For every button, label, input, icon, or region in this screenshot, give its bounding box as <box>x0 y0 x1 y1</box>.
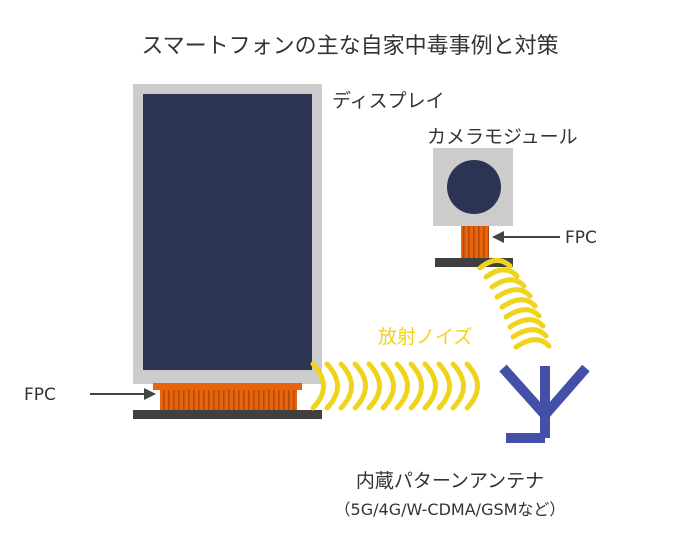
camera-module <box>433 148 513 267</box>
display-base-bar <box>133 410 322 419</box>
camera-fpc <box>461 226 489 258</box>
display-fpc-label: FPC <box>24 385 56 405</box>
display-module <box>133 84 322 419</box>
camera-fpc-label: FPC <box>565 228 597 248</box>
camera-lens <box>447 160 501 214</box>
display-label: ディスプレイ <box>332 90 445 112</box>
camera-module-label: カメラモジュール <box>427 126 578 148</box>
display-fpc <box>160 390 297 410</box>
page-title: スマートフォンの主な自家中毒事例と対策 <box>141 34 559 59</box>
camera-base-bar <box>435 258 513 267</box>
fpc-display-arrow <box>90 388 156 400</box>
radiated-noise-label: 放射ノイズ <box>378 326 473 348</box>
display-panel <box>143 94 312 370</box>
fpc-camera-arrow <box>492 231 560 243</box>
noise-waves-diagonal <box>477 258 552 350</box>
antenna-label: 内蔵パターンアンテナ <box>355 470 545 492</box>
display-fpc-cap <box>153 383 302 390</box>
noise-waves-horizontal <box>310 361 480 411</box>
antenna-icon <box>499 364 590 443</box>
antenna-bands-label: （5G/4G/W-CDMA/GSMなど） <box>334 500 566 519</box>
